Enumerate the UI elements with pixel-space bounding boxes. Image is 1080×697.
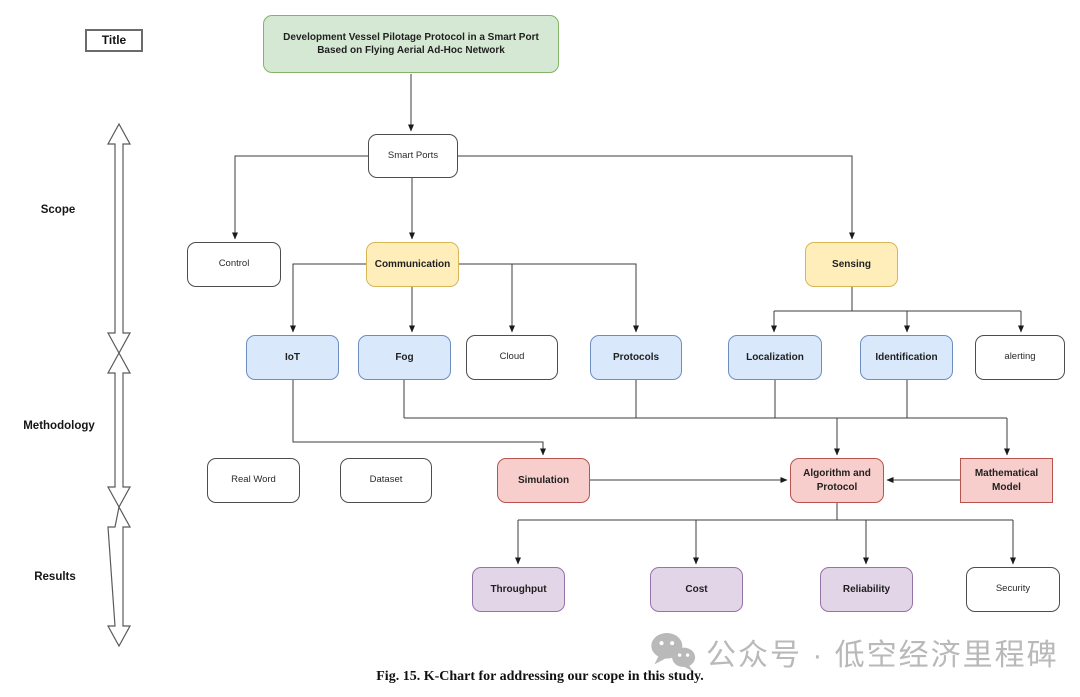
phase-label-methodology: Methodology — [23, 420, 95, 432]
node-alerting: alerting — [975, 335, 1065, 380]
node-localization: Localization — [728, 335, 822, 380]
node-fog: Fog — [358, 335, 451, 380]
node-reliability: Reliability — [820, 567, 913, 612]
connector-lines — [232, 74, 1024, 565]
node-dataset: Dataset — [340, 458, 432, 503]
watermark: 公众号 · 低空经济里程碑 — [650, 630, 1059, 674]
wechat-icon — [651, 632, 696, 672]
node-smart-ports: Smart Ports — [368, 134, 458, 178]
node-identification: Identification — [860, 335, 953, 380]
node-throughput: Throughput — [472, 567, 565, 612]
phase-label-scope: Scope — [40, 204, 76, 216]
node-security: Security — [966, 567, 1060, 612]
node-iot: IoT — [246, 335, 339, 380]
figure-caption: Fig. 15. K-Chart for addressing our scop… — [376, 669, 704, 684]
node-sensing: Sensing — [805, 242, 898, 287]
node-main-title: Development Vessel Pilotage Protocol in … — [263, 15, 559, 73]
watermark-text: 公众号 · 低空经济里程碑 — [706, 639, 1059, 672]
node-real-word: Real Word — [207, 458, 300, 503]
node-mathematical-model: Mathematical Model — [960, 458, 1053, 503]
node-protocols: Protocols — [590, 335, 682, 380]
phase-scale-double-arrows — [106, 122, 132, 648]
node-control: Control — [187, 242, 281, 287]
node-title-label: Title — [85, 29, 143, 52]
node-cost: Cost — [650, 567, 743, 612]
node-simulation: Simulation — [497, 458, 590, 503]
node-cloud: Cloud — [466, 335, 558, 380]
phase-label-results: Results — [34, 571, 76, 583]
node-communication: Communication — [366, 242, 459, 287]
node-algorithm-and-protocol: Algorithm and Protocol — [790, 458, 884, 503]
